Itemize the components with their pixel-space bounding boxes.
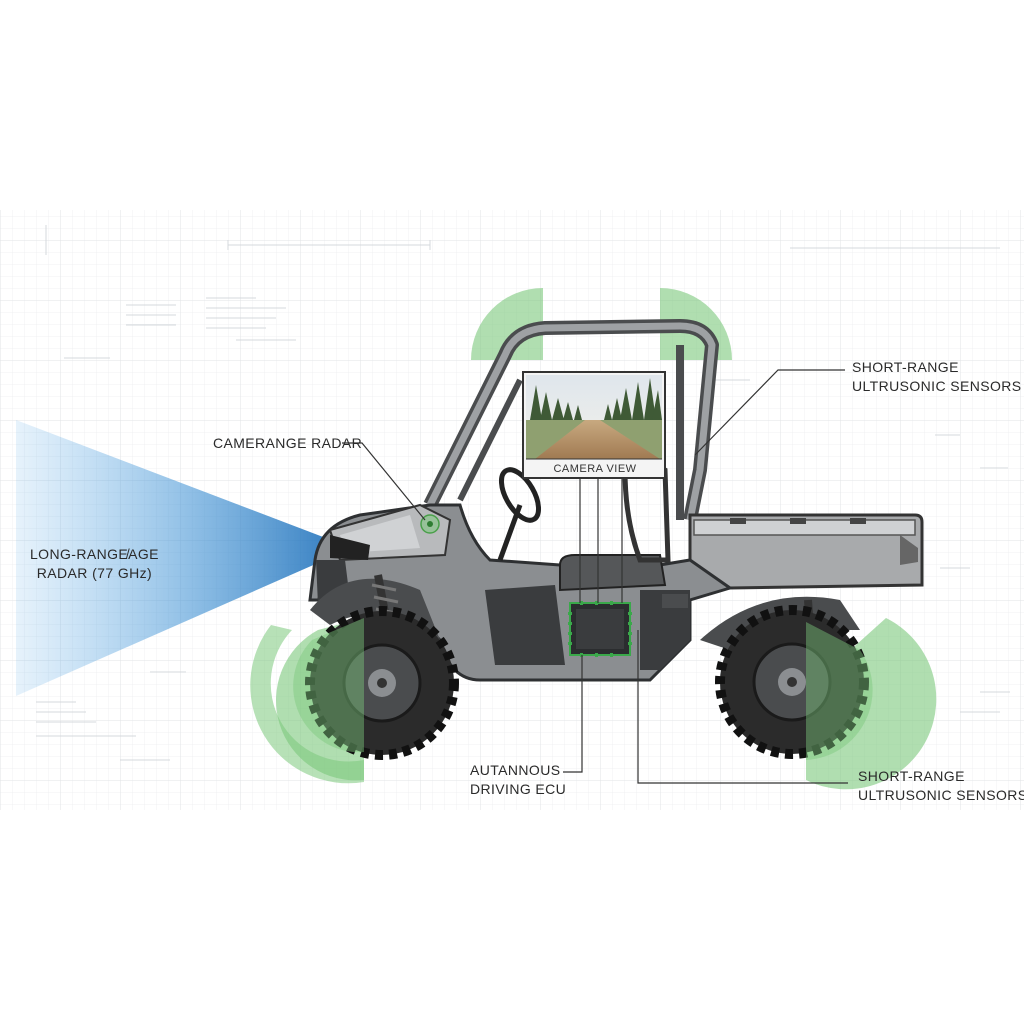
camera-radar-label: CAMERANGE RADAR: [213, 435, 363, 451]
sensor-zone-top-left: [471, 288, 543, 360]
long-range-radar-callout: LONG-RANGE̸AGE RADAR (77 GHz): [30, 545, 159, 583]
short-range-bottom-line1: SHORT-RANGE: [858, 768, 965, 784]
rear-wheel: [715, 605, 869, 759]
leader-ecu: [563, 655, 583, 773]
camera-view-label: CAMERA VIEW: [553, 463, 637, 475]
leader-camera-radar: [342, 442, 426, 521]
autonomous-driving-ecu: [568, 601, 632, 657]
leader-short-range-bottom: [637, 630, 848, 784]
camera-view-monitor: [522, 371, 666, 479]
ecu-line1: AUTANNOUS: [470, 762, 561, 778]
long-range-line2: RADAR (77 GHz): [36, 565, 153, 581]
leader-short-range-top: [694, 369, 845, 456]
leader-lines: [342, 369, 848, 784]
short-range-top-line2: ULTRUSONIC SENSORS: [852, 378, 1022, 394]
short-range-bottom-line2: ULTRUSONIC SENSORS: [858, 787, 1024, 803]
ecu-callout: AUTANNOUS DRIVING ECU: [470, 761, 566, 799]
long-range-line1: LONG-RANGE̸AGE: [30, 546, 159, 562]
short-range-top-callout: SHORT-RANGE ULTRUSONIC SENSORS: [852, 358, 1022, 396]
front-wheel: [305, 606, 459, 760]
long-range-radar-beam: [16, 420, 352, 696]
short-range-top-line1: SHORT-RANGE: [852, 359, 959, 375]
short-range-bottom-callout: SHORT-RANGE ULTRUSONIC SENSORS: [858, 767, 1024, 805]
camera-sensor: [420, 514, 440, 534]
ecu-line2: DRIVING ECU: [470, 781, 567, 797]
camera-radar-callout: CAMERANGE RADAR: [213, 434, 362, 453]
